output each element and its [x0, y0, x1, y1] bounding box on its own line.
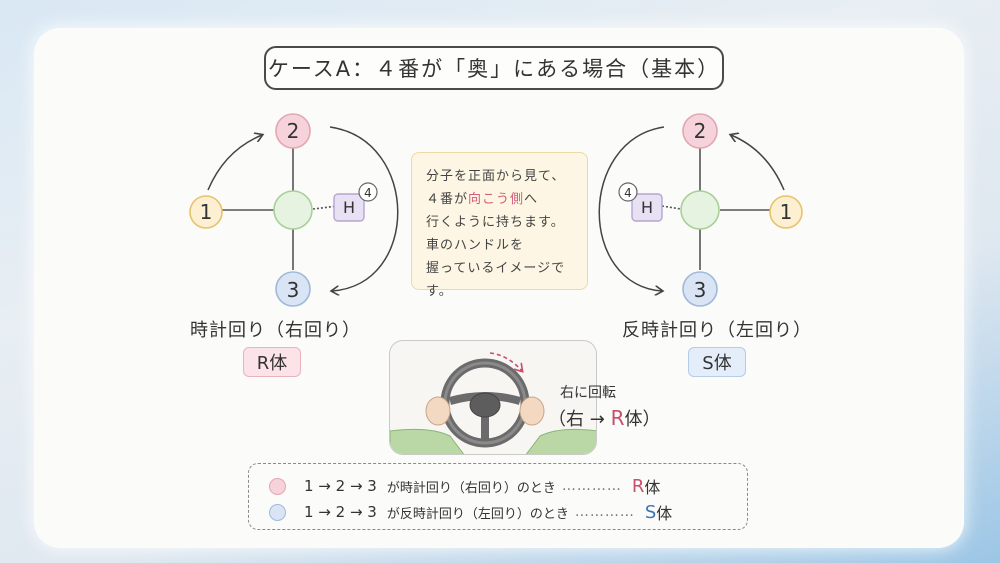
left-center-atom — [273, 190, 313, 230]
left-sleeve — [390, 428, 465, 454]
r-configuration-badge: R体 — [243, 347, 301, 377]
right-label-3: 3 — [694, 278, 707, 302]
left-label-3: 3 — [287, 278, 300, 302]
left-arrow-2-to-3 — [330, 126, 399, 291]
s-configuration-badge: S体 — [688, 347, 746, 377]
left-badge-4 — [358, 182, 378, 202]
note-line-1: 分子を正面から見て、 — [426, 169, 566, 184]
right-label-2: 2 — [694, 119, 707, 143]
right-molecule: 2 1 3 H 4 — [598, 113, 803, 307]
right-atom-3 — [682, 271, 718, 307]
turn-right-label: 右に回転 — [560, 385, 616, 401]
left-label-4: 4 — [364, 186, 372, 200]
right-caption: 反時計回り（左回り） — [622, 320, 812, 341]
right-sleeve — [525, 428, 596, 454]
wheel-hub — [469, 392, 501, 418]
right-label-h: H — [641, 198, 653, 217]
note-highlight: 向こう側 — [468, 192, 525, 207]
left-label-2: 2 — [287, 119, 300, 143]
right-center-atom — [680, 190, 720, 230]
right-atom-1 — [769, 195, 803, 229]
left-label-1: 1 — [200, 200, 213, 224]
right-label-1: 1 — [780, 200, 793, 224]
left-h-box — [333, 193, 365, 222]
right-atom-2 — [682, 113, 718, 149]
left-hand — [425, 396, 451, 426]
right-h-box — [631, 193, 663, 222]
page-title: ケースA：４番が「奥」にある場合（基本） — [264, 46, 724, 90]
left-atom-3 — [275, 271, 311, 307]
right-arrow-1-to-2 — [731, 135, 785, 191]
right-hand — [519, 396, 545, 426]
right-label-4: 4 — [624, 186, 632, 200]
steering-wheel-icon — [390, 352, 596, 454]
left-arrow-1-to-2 — [207, 135, 262, 191]
left-label-h: H — [343, 198, 355, 217]
left-caption: 時計回り（右回り） — [190, 320, 361, 341]
note-line-2: ４番が向こう側へ — [426, 192, 539, 207]
right-arrow-2-to-3 — [598, 126, 664, 291]
steering-wheel-illustration — [389, 340, 597, 455]
pink-dot-icon — [269, 477, 286, 495]
note-line-5: 握っているイメージです。 — [426, 261, 566, 299]
right-badge-4 — [618, 182, 638, 202]
right-bond-h — [661, 205, 682, 210]
instruction-note: 分子を正面から見て、 ４番が向こう側へ 行くように持ちます。 車のハンドルを 握… — [411, 152, 588, 299]
turn-result: （右 → R体） — [548, 406, 661, 430]
clockwise-arrow — [489, 352, 522, 371]
note-line-3: 行くように持ちます。 — [426, 215, 565, 230]
left-atom-2 — [275, 113, 311, 149]
blue-dot-icon — [269, 503, 286, 521]
note-line-4: 車のハンドルを — [426, 238, 525, 253]
left-molecule: 2 1 3 H 4 — [189, 113, 399, 307]
left-atom-1 — [189, 195, 223, 229]
